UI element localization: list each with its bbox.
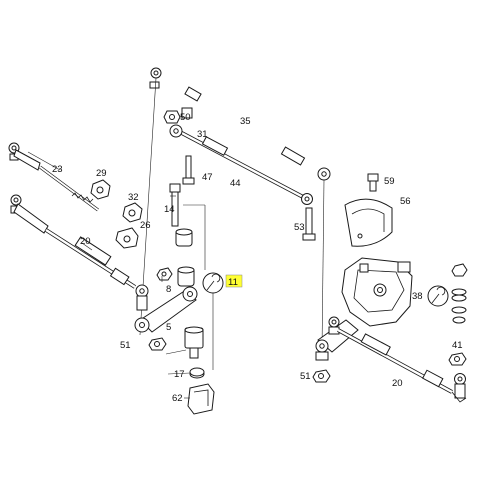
label-51-right: 51 [300, 371, 311, 382]
bolt-47 [182, 155, 195, 185]
label-11: 11 [228, 277, 238, 288]
label-5: 5 [166, 322, 171, 333]
bolt-53 [302, 207, 316, 241]
leader-lines [27, 151, 191, 399]
cover-56 [344, 198, 393, 247]
label-17: 17 [174, 369, 185, 380]
nut-51-right [312, 369, 331, 383]
bolt-14 [169, 183, 181, 227]
pivot-bushing [175, 204, 206, 287]
label-53: 53 [294, 222, 305, 233]
label-23: 23 [52, 164, 63, 175]
label-47: 47 [202, 172, 213, 183]
label-20-left: 20 [80, 236, 91, 247]
label-44: 44 [230, 178, 241, 189]
drag-link-44 [169, 124, 313, 205]
nut-29 [90, 179, 111, 200]
washer-17 [189, 367, 205, 379]
label-59: 59 [384, 176, 395, 187]
nut-50 [163, 110, 181, 124]
bolt-59 [367, 173, 379, 192]
label-35: 35 [240, 116, 251, 127]
tie-rod-assembly-20-right [328, 316, 467, 403]
label-20-right: 20 [392, 378, 403, 389]
part-26 [115, 227, 139, 249]
wrench-icon-38 [427, 263, 468, 324]
bracket-62 [187, 383, 215, 415]
label-31: 31 [197, 129, 208, 140]
nut-41 [448, 352, 467, 366]
part-31 [181, 107, 193, 119]
label-62: 62 [172, 393, 183, 404]
label-56: 56 [400, 196, 411, 207]
nut-51-left [148, 337, 167, 351]
label-14: 14 [164, 204, 175, 215]
steering-gearbox [315, 257, 413, 361]
label-38: 38 [412, 291, 423, 302]
idler-arm-5 [134, 286, 198, 333]
bushing-17 [184, 326, 204, 359]
wrench-icon-11 [202, 272, 224, 370]
label-41: 41 [452, 340, 463, 351]
nut-32 [122, 202, 143, 223]
tie-rod-end-23 [8, 142, 99, 212]
label-26: 26 [140, 220, 151, 231]
label-8: 8 [166, 284, 171, 295]
label-32: 32 [128, 192, 139, 203]
tie-rod-assembly-20 [10, 194, 149, 311]
highlight-11 [225, 274, 243, 288]
callout-labels: 35 50 31 23 29 47 44 59 32 14 56 26 20 5… [52, 112, 463, 404]
label-50: 50 [180, 112, 191, 123]
washer-8 [156, 267, 173, 281]
label-51-left: 51 [120, 340, 131, 351]
tie-rod-35 [149, 67, 331, 181]
label-29: 29 [96, 168, 107, 179]
